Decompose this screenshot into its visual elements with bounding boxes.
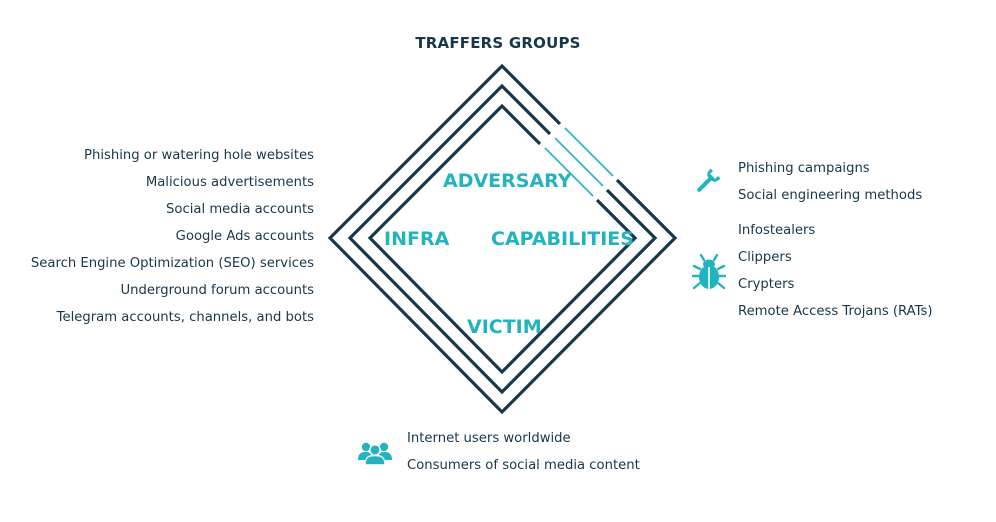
tools-item: Social engineering methods [738,188,923,203]
diamond-middle-line [347,83,658,395]
victim-item: Internet users worldwide [407,431,571,446]
adversary-capabilities-edge [554,137,604,187]
infrastructure-item: Telegram accounts, channels, and bots [56,310,314,325]
bug-icon [692,254,726,290]
diamond-inner-line [367,103,638,375]
malware-item: Infostealers [738,223,816,238]
victim-item: Consumers of social media content [407,458,640,473]
victim-label: VICTIM [467,316,542,338]
adversary-capabilities-edge [564,127,614,177]
infrastructure-item: Google Ads accounts [175,229,314,244]
malware-item: Remote Access Trojans (RATs) [738,304,933,319]
infrastructure-list: Phishing or watering hole websites Malic… [31,142,314,331]
wrench-icon [697,168,720,192]
tools-list: Phishing campaigns Social engineering me… [738,155,922,209]
adversary-capabilities-edge [544,147,594,197]
diamond-outer-line [327,63,678,415]
victim-list: Internet users worldwide Consumers of so… [407,425,640,479]
malware-item: Crypters [738,277,795,292]
infrastructure-item: Search Engine Optimization (SEO) service… [30,256,314,271]
diagram-title: TRAFFERS GROUPS [415,34,581,52]
infrastructure-item: Social media accounts [166,202,314,217]
users-icon [358,442,392,466]
capabilities-label: CAPABILITIES [491,228,634,250]
malware-item: Clippers [738,250,792,265]
infra-label: INFRA [384,228,450,250]
adversary-label: ADVERSARY [443,170,572,192]
infrastructure-item: Underground forum accounts [120,283,314,298]
infrastructure-item: Malicious advertisements [145,175,314,190]
infrastructure-item: Phishing or watering hole websites [84,148,314,163]
tools-item: Phishing campaigns [738,161,870,176]
malware-list: Infostealers Clippers Crypters Remote Ac… [738,217,933,325]
